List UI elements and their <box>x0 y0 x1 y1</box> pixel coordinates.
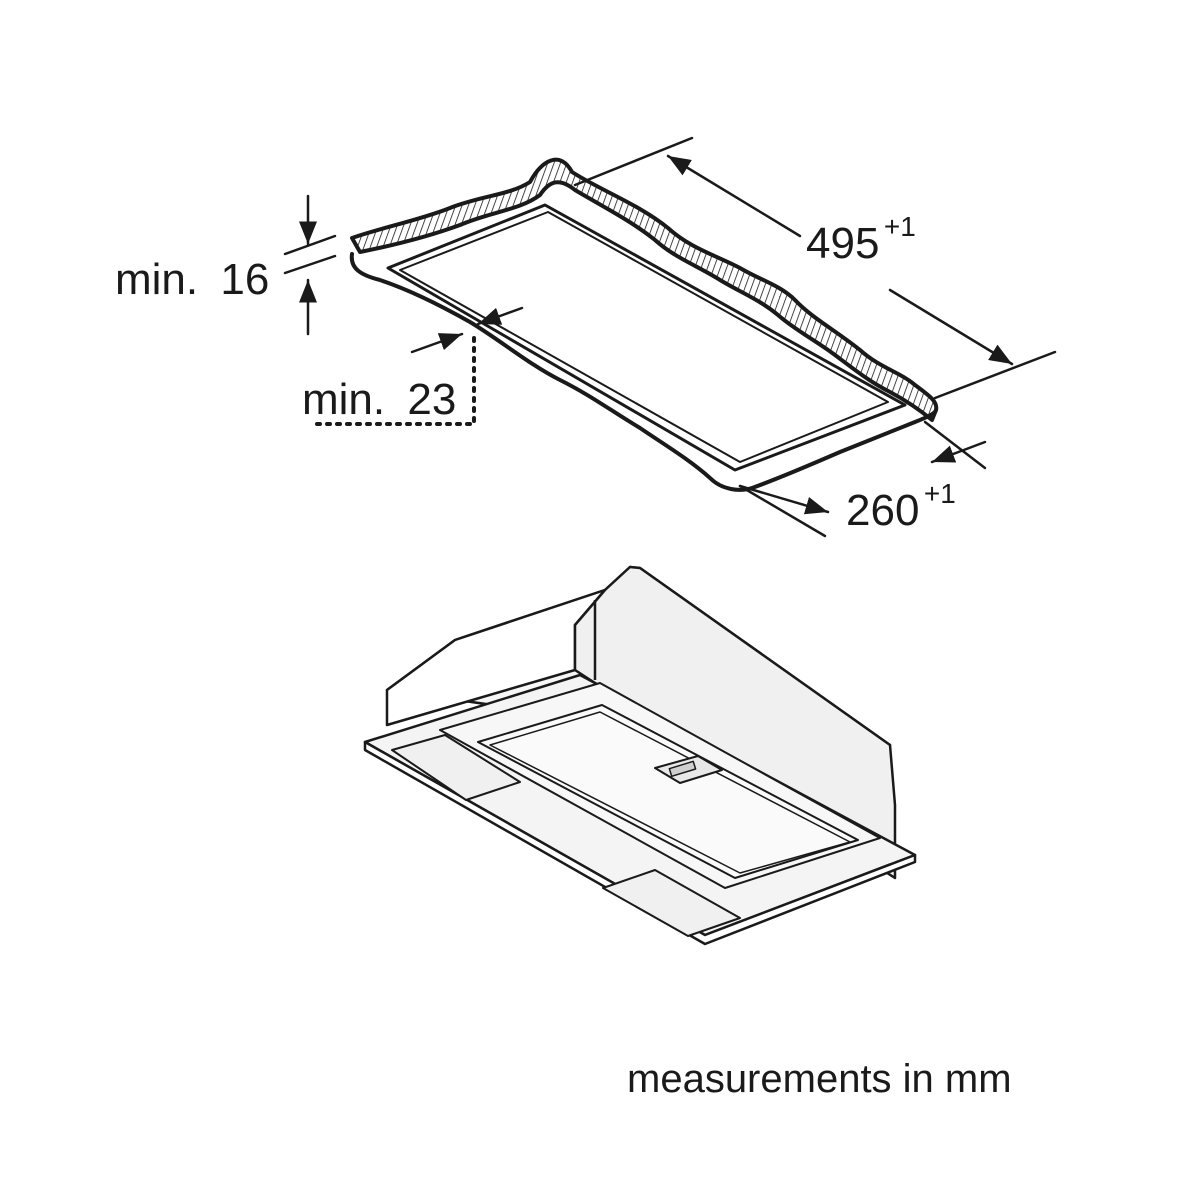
arrow-23-left <box>410 332 464 354</box>
arrow-260-b <box>930 440 987 464</box>
cutout-opening-inner <box>399 211 889 463</box>
dimension-lines <box>283 136 1057 538</box>
ext-line-bottom <box>283 254 337 275</box>
ext-line-495-b <box>933 350 1057 400</box>
board-outer-edge <box>349 252 938 492</box>
units-note: measurements in mm <box>627 1057 1012 1101</box>
hood-unit <box>363 565 917 946</box>
ext-line-top <box>283 234 337 256</box>
ext-line-260-a <box>738 484 827 538</box>
ext-line-495-a <box>573 136 694 187</box>
cutout-drawing <box>349 157 939 492</box>
cutout-opening <box>386 203 907 472</box>
arrow-23-right <box>476 306 524 326</box>
control-switch-button <box>668 760 697 778</box>
arrow-495-a <box>666 154 802 238</box>
label-min-16: min. 16 <box>115 255 269 304</box>
arrow-495-b <box>888 288 1014 366</box>
filter-inner-2 <box>489 711 851 874</box>
label-min-23: min. 23 <box>302 375 456 424</box>
dotted-guide <box>308 336 476 426</box>
ext-line-260-b <box>923 420 987 470</box>
label-260: 260 +1 <box>846 478 956 535</box>
filter-inner <box>477 704 859 879</box>
label-495: 495 +1 <box>806 211 916 268</box>
arrow-260-a <box>738 484 830 515</box>
light-panel-right <box>602 869 741 937</box>
light-panel-left <box>391 734 521 801</box>
